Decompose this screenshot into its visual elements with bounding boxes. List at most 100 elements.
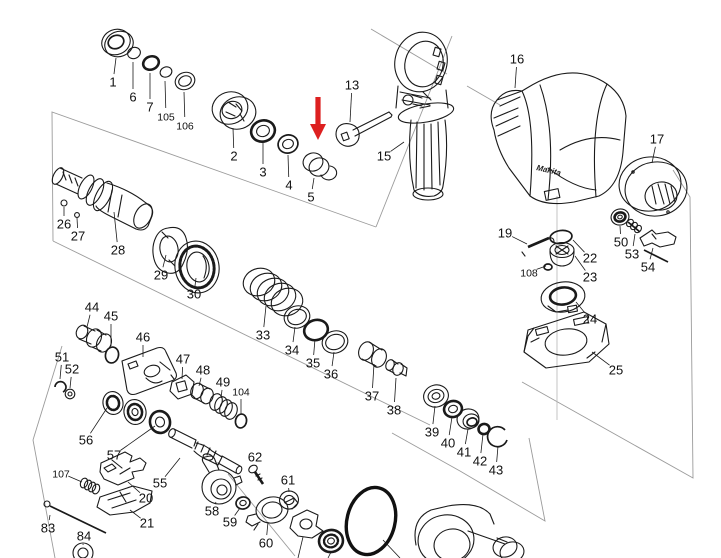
part-label-19: 19 [498,226,512,241]
part-83-rod [43,500,107,534]
part-label-35: 35 [306,356,320,371]
leader-line-37 [372,363,375,389]
part-33-spring [242,267,304,317]
part-number-labels: 1671051062345131516171922231082425505354… [41,52,664,551]
part-104-o-ring [234,413,248,429]
part-29-cam-washer [152,226,189,274]
part-label-25: 25 [609,363,623,378]
leader-line-51 [59,364,62,380]
part-label-59: 59 [223,515,237,530]
part-55-gear-shaft [168,428,243,475]
leader-line-21 [129,509,141,519]
part-6-washer [127,46,141,60]
part-19-lever-pin [521,236,555,257]
leader-line-106 [183,91,186,118]
part-22-o-ring [549,229,573,245]
part-51-clip [54,380,67,393]
part-label-41: 41 [457,445,471,460]
part-35-ring [302,318,330,342]
part-107-spring [79,477,101,495]
part-label-30: 30 [187,287,201,302]
part-label-60: 60 [259,536,273,551]
part-62-screw [248,464,265,485]
leader-line-25 [591,351,610,366]
part-42-o-ring [477,422,491,436]
leader-line-108 [536,265,547,270]
part-16-motor-housing: Makita [490,72,627,205]
leader-line-105 [164,80,167,109]
part-3-ring [249,119,277,143]
part-label-17: 17 [650,132,664,147]
leader-line-29 [162,254,167,268]
part-label-36: 36 [324,367,338,382]
highlight-arrow-icon [310,97,326,140]
part-17-rear-cover [618,156,688,217]
part-label-20: 20 [139,491,153,506]
leader-line-38 [394,377,397,403]
part-label-6: 6 [129,90,136,105]
leader-line-39 [432,405,436,425]
leader-line-40 [448,416,453,436]
part-106-washer [174,71,196,91]
part-label-34: 34 [285,343,299,358]
leader-line-57 [120,425,156,451]
part-label-105: 105 [157,112,175,124]
part-2-cap [211,91,257,130]
part-56-gear-set [102,391,147,425]
part-13-bolt [335,111,393,147]
part-54-lock-lever [639,229,677,263]
part-84-grommet [72,542,94,558]
part-23-change-knob [549,241,575,267]
leader-line-34 [292,326,296,343]
part-34-ring [283,305,311,329]
part-36-ring [321,330,349,354]
part-105-washer [159,66,173,78]
part-label-83: 83 [41,521,55,536]
part-label-7: 7 [146,100,153,115]
part-24-cam-ring [540,281,586,314]
part-label-5: 5 [307,190,314,205]
part-label-21: 21 [140,516,154,531]
part-label-62: 62 [248,450,262,465]
part-label-46: 46 [136,330,150,345]
leader-line-23 [574,255,586,271]
part-label-52: 52 [65,362,79,377]
part-large-o-ring [344,485,401,558]
part-label-15: 15 [377,149,391,164]
part-label-44: 44 [85,300,99,315]
part-label-54: 54 [641,260,655,275]
part-21-bracket [96,485,153,516]
part-1-bearing [101,28,134,58]
part-15-side-handle [394,31,455,201]
part-26-ball [60,199,68,207]
leader-line-16 [514,66,517,89]
part-label-27: 27 [71,229,85,244]
part-label-28: 28 [111,243,125,258]
leader-line-35 [313,338,316,356]
part-50-bearing [610,208,630,226]
leader-line-2 [232,127,235,149]
leader-line-15 [390,141,405,152]
part-53-spring-screw [626,218,642,234]
part-25-crank-cover [523,311,610,369]
leader-line-55 [164,457,181,478]
part-38-striker-pin [385,359,408,377]
leader-line-13 [349,92,352,123]
leader-line-44 [86,314,91,328]
highlight-arrow [310,97,326,140]
leader-line-83 [48,514,51,521]
part-label-24: 24 [583,312,597,327]
part-label-53: 53 [625,247,639,262]
leader-line-28 [113,211,118,243]
leader-line-58 [214,501,217,504]
part-label-22: 22 [583,251,597,266]
leader-line-107 [68,475,83,483]
leader-line-56 [90,407,108,434]
part-label-104: 104 [232,387,250,399]
leader-line-30 [194,277,197,287]
part-20-bracket [99,451,147,486]
part-44-coupling [75,324,113,353]
part-label-56: 56 [79,433,93,448]
